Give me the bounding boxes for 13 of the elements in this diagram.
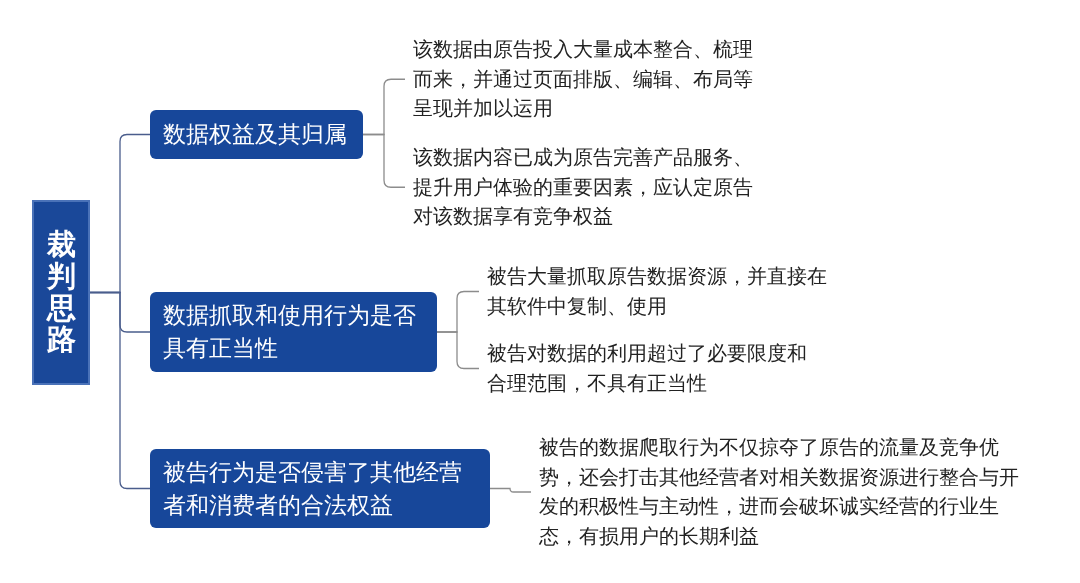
subtopic-text: 被告大量抓取原告数据资源，并直接在其软件中复制、使用: [479, 262, 835, 321]
subtopic-text: 该数据内容已成为原告完善产品服务、提升用户体验的重要因素，应认定原告对该数据享有竞争权益: [405, 143, 761, 232]
subtopic-text: 该数据由原告投入大量成本整合、梳理而来，并通过页面排版、编辑、布局等呈现并加以运用: [405, 35, 761, 124]
connector-line: [362, 133, 406, 188]
subtopic-text: 被告的数据爬取行为不仅掠夺了原告的流量及竞争优势，还会打击其他经营者对相关数据资源进行整合与开发的积极性与主动性，进而会破坏诚实经营的行业生态，有损用户的长期利益: [531, 433, 1025, 551]
topic-box: 被告行为是否侵害了其他经营者和消费者的合法权益: [150, 449, 490, 528]
root-topic-box: 裁判思路: [32, 200, 90, 385]
connector-line: [89, 291, 151, 490]
connector-line: [436, 331, 480, 370]
topic-box: 数据抓取和使用行为是否具有正当性: [150, 292, 437, 372]
subtopic-text: 被告对数据的利用超过了必要限度和合理范围，不具有正当性: [479, 339, 815, 398]
topic-box: 数据权益及其归属: [150, 110, 363, 159]
connector-line: [489, 487, 532, 493]
